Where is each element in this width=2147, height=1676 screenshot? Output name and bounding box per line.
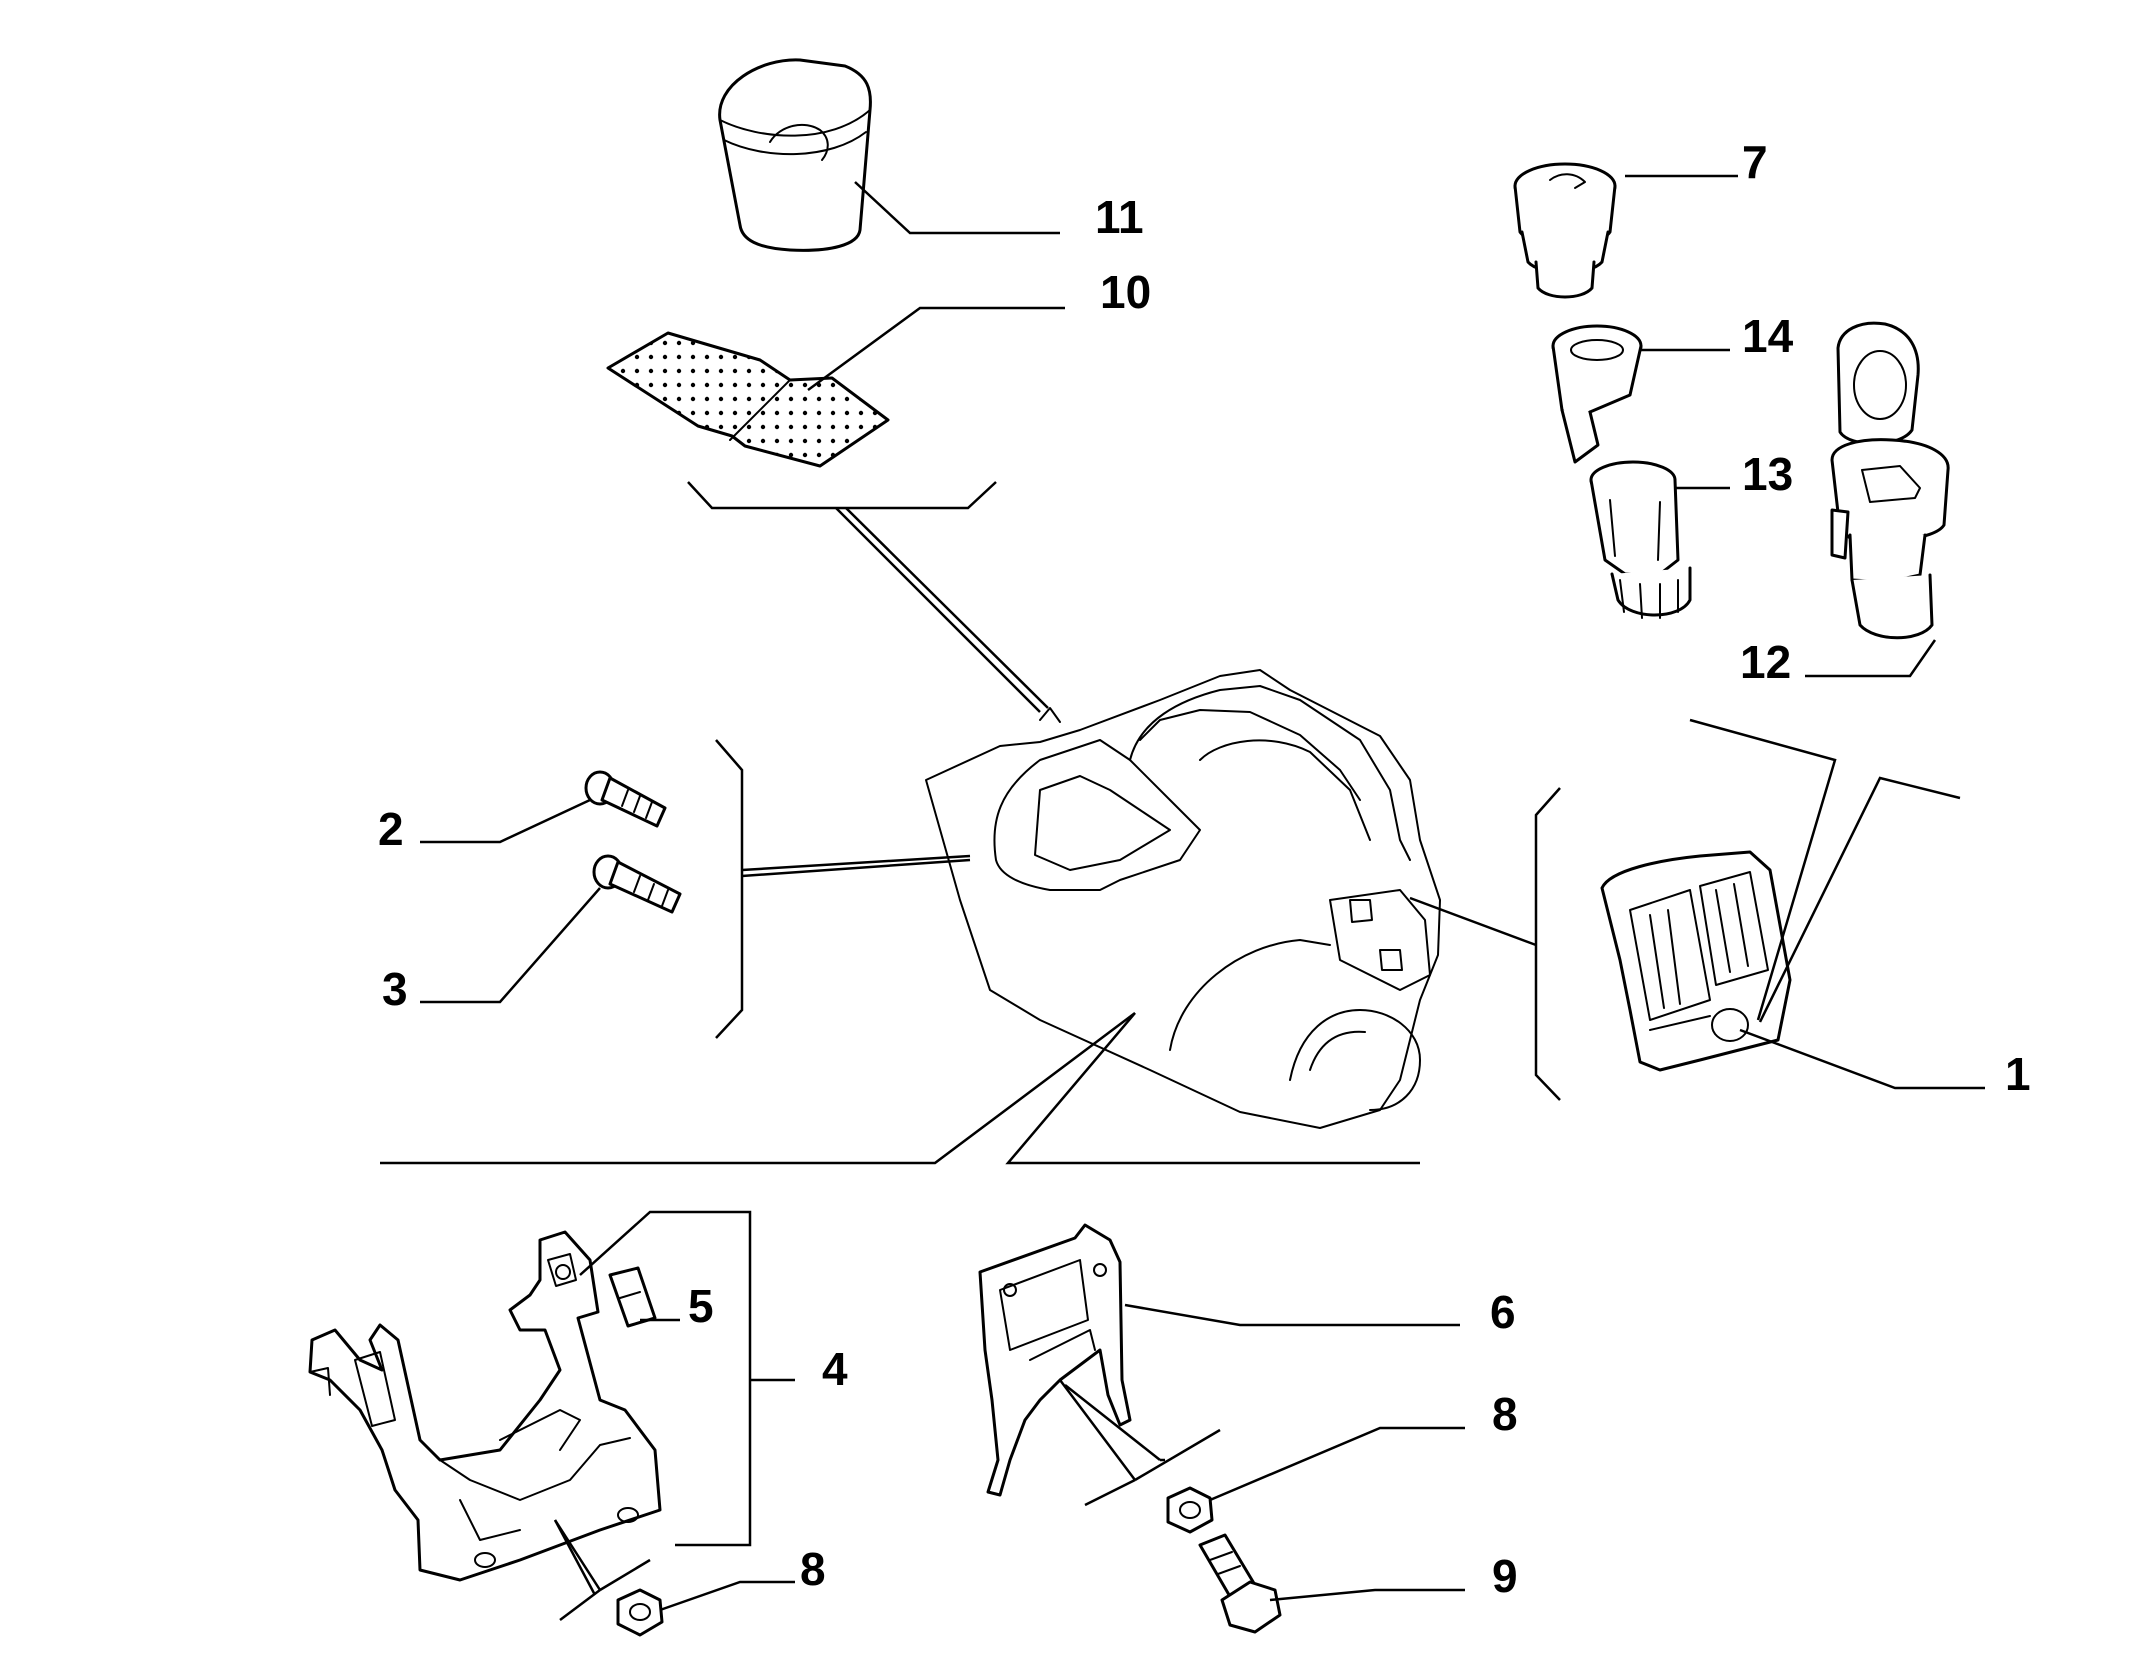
callout-3: 3 xyxy=(382,963,408,1015)
part-14-socket-sleeve xyxy=(1551,324,1643,464)
callout-7: 7 xyxy=(1742,136,1768,188)
part-4-bracket xyxy=(308,1230,662,1582)
part-5-clip xyxy=(608,1266,657,1328)
callout-2: 2 xyxy=(378,803,404,855)
callout-12: 12 xyxy=(1740,636,1791,688)
callout-13: 13 xyxy=(1742,448,1793,500)
callout-8-left: 8 xyxy=(800,1543,826,1595)
part-13-lighter-body xyxy=(1589,460,1692,619)
callout-4: 4 xyxy=(822,1343,848,1395)
part-2-bolt xyxy=(584,770,667,828)
callout-8-right: 8 xyxy=(1492,1388,1518,1440)
part-10-mat-pad xyxy=(606,331,890,468)
callout-11: 11 xyxy=(1095,191,1144,243)
part-11-cup-holder xyxy=(718,58,872,252)
callout-1: 1 xyxy=(2005,1048,2031,1100)
callout-6: 6 xyxy=(1490,1286,1516,1338)
center-console xyxy=(925,669,1441,1129)
leader-lines xyxy=(380,174,1985,1621)
callout-5: 5 xyxy=(688,1280,714,1332)
part-7-lighter-plug xyxy=(1513,162,1617,299)
part-3-bolt xyxy=(592,854,682,914)
part-12-power-socket xyxy=(1830,321,1950,640)
part-6-support-bracket xyxy=(978,1223,1132,1497)
part-8-nut-right xyxy=(1166,1486,1214,1534)
part-9-bolt xyxy=(1198,1533,1282,1634)
part-1-vent-panel xyxy=(1600,850,1792,1072)
callout-labels: 11 10 7 14 13 12 2 3 1 5 4 8 6 8 9 xyxy=(378,136,2031,1602)
callout-9: 9 xyxy=(1492,1550,1518,1602)
callout-14: 14 xyxy=(1742,310,1794,362)
part-8-nut-left xyxy=(616,1588,664,1637)
callout-10: 10 xyxy=(1100,266,1151,318)
